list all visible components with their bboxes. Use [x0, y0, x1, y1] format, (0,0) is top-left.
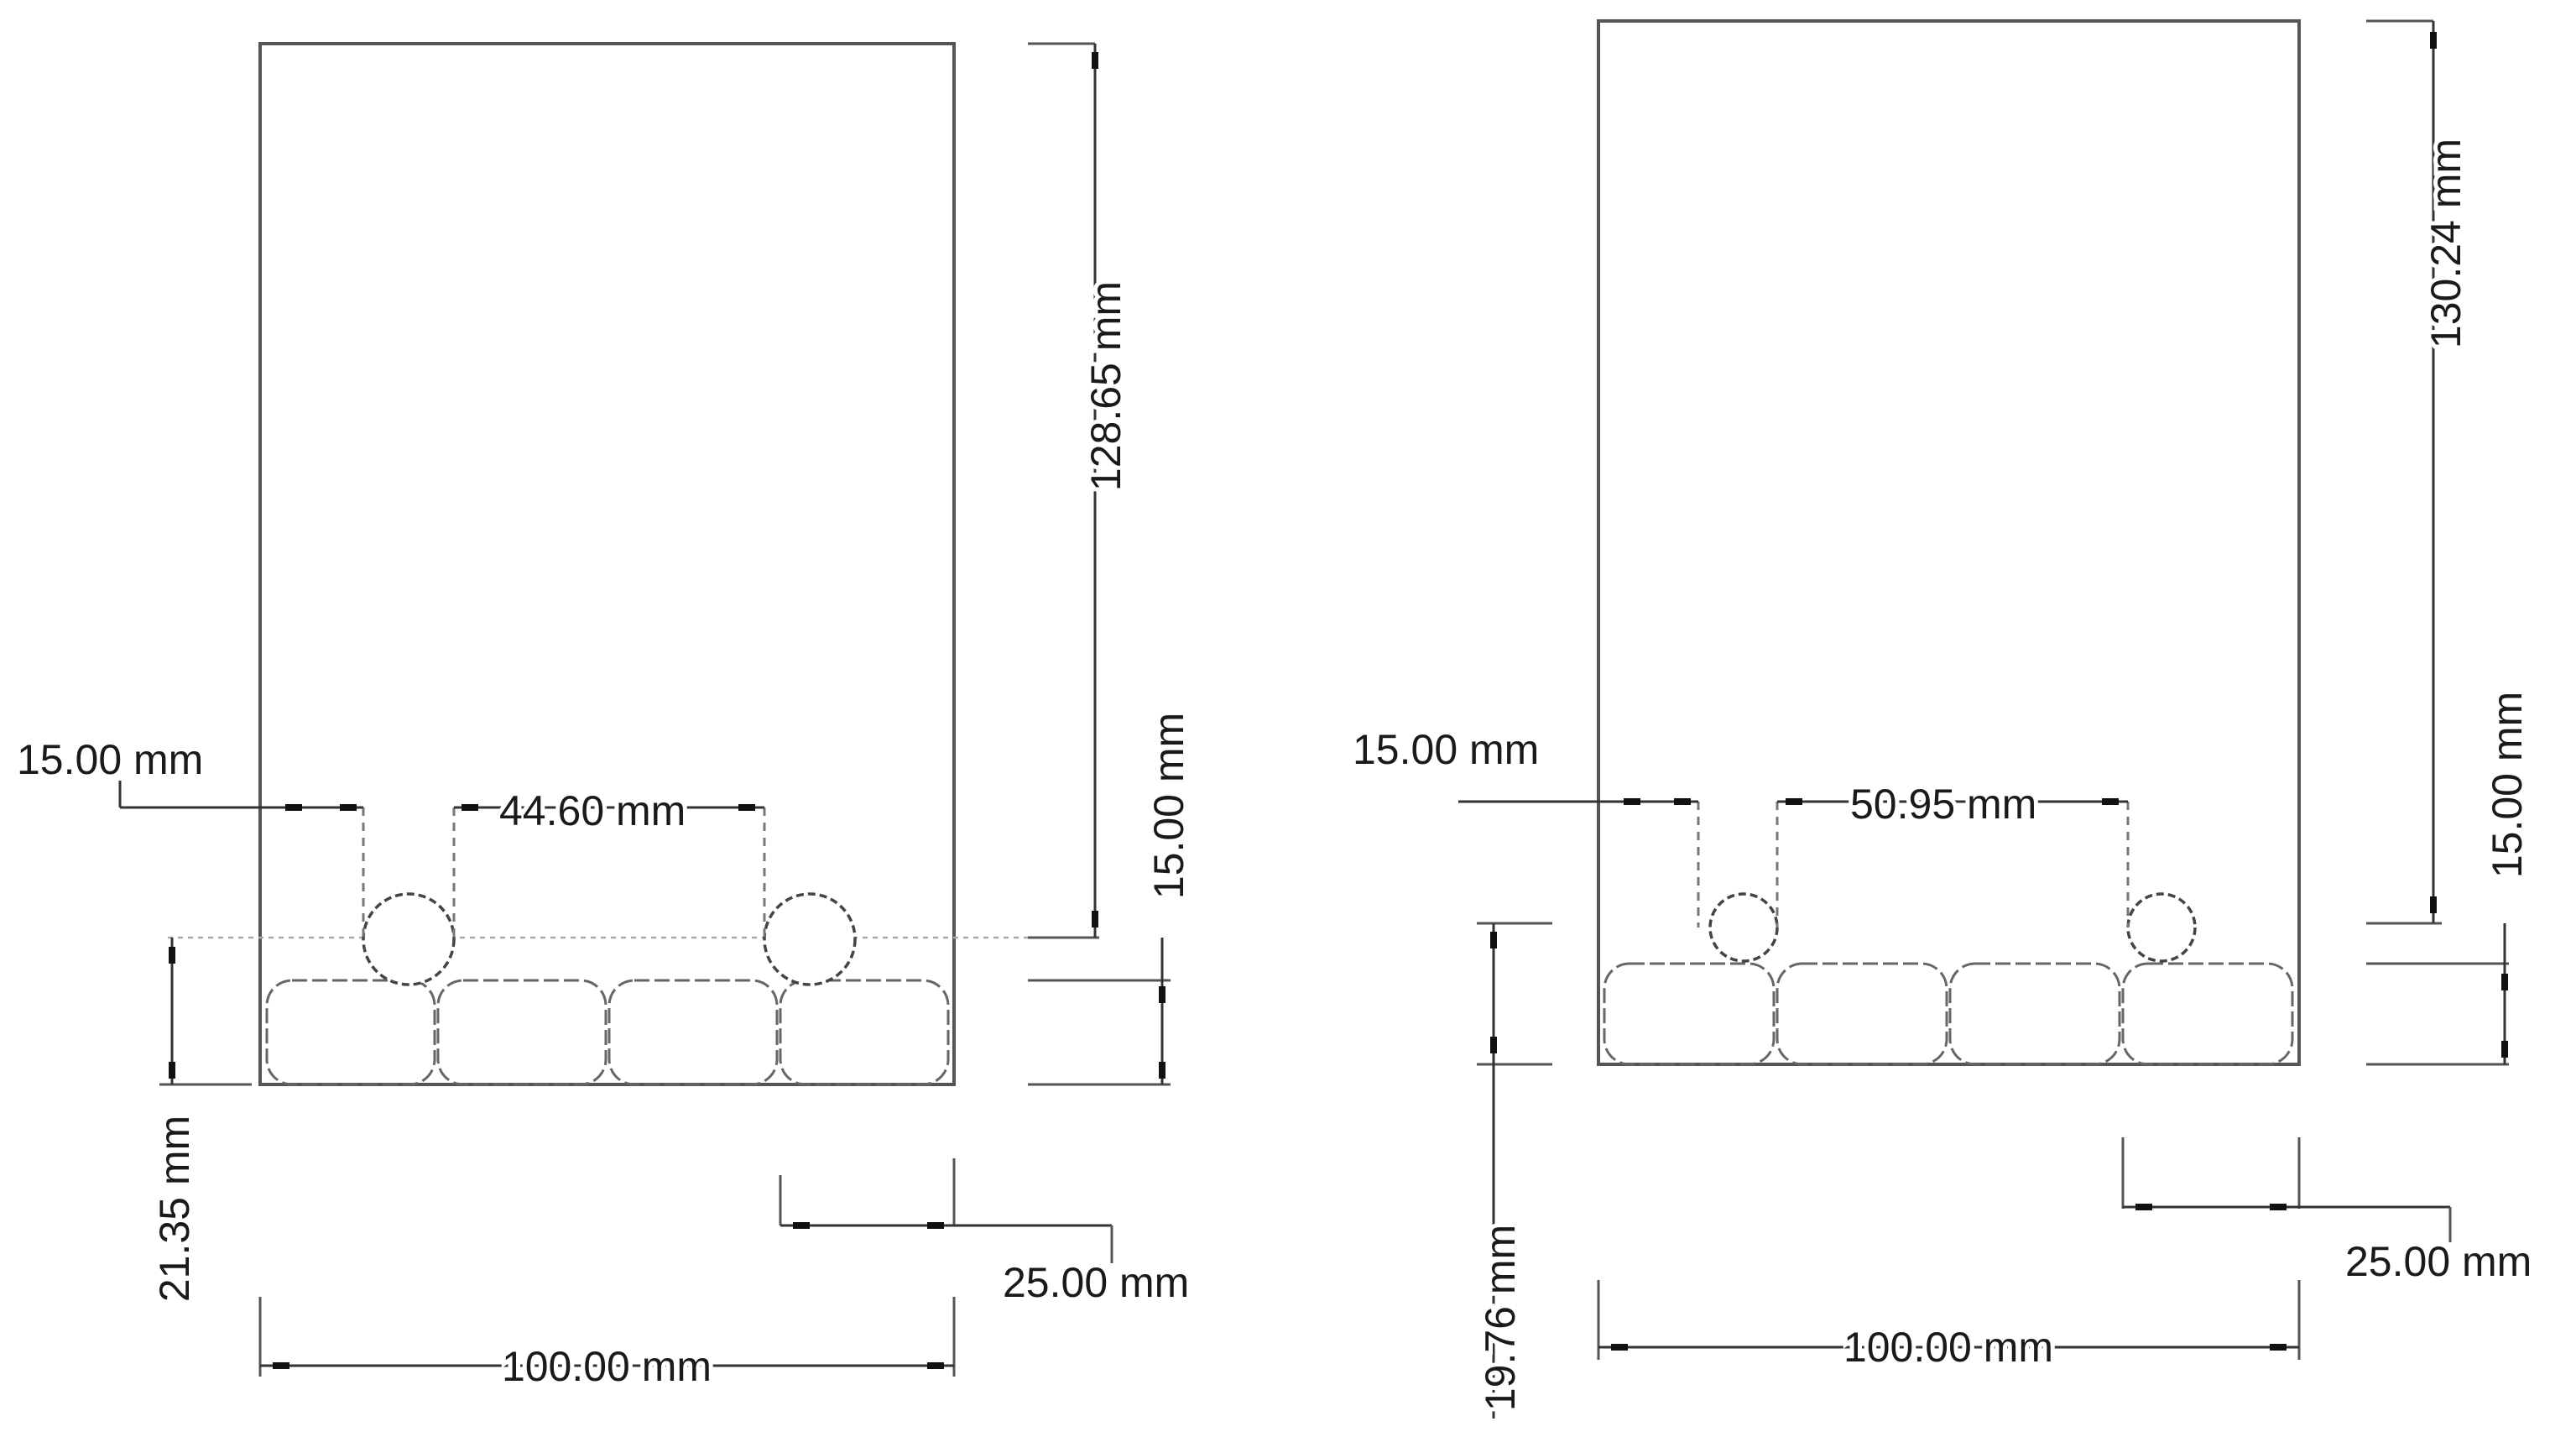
left-cell-4 [779, 979, 950, 1086]
left-notch-offset-side-label: 15.00 mm [17, 736, 203, 783]
left-cell-1 [265, 979, 436, 1086]
left-cell-3 [607, 979, 779, 1086]
right-cell-width-label: 25.00 mm [2345, 1238, 2532, 1285]
right-cell-1 [1603, 962, 1776, 1066]
left-bottom-cells [265, 979, 950, 1086]
left-notch-offset-top-label: 15.00 mm [1145, 713, 1192, 899]
left-width-label: 100.00 mm [502, 1343, 712, 1390]
right-cell-4 [2121, 962, 2294, 1066]
left-cell-width-label: 25.00 mm [1003, 1259, 1189, 1306]
right-specimen-outline [1597, 19, 2301, 1066]
right-bottom-zone-label: 19.76 mm [1477, 1225, 1524, 1411]
left-height-label: 128.65 mm [1082, 281, 1129, 491]
left-specimen-outline [258, 42, 956, 1086]
right-width-label: 100.00 mm [1843, 1324, 2053, 1371]
right-cell-2 [1776, 962, 1948, 1066]
left-notch-hole-2 [763, 892, 857, 986]
right-notch-offset-top-label: 15.00 mm [2484, 692, 2531, 878]
right-specimen-drawing: 15.00 mm 50.95 mm 130.24 mm 15.00 mm 19.… [1353, 19, 2532, 1419]
left-notch-spacing-label: 44.60 mm [499, 787, 686, 834]
left-cell-2 [436, 979, 607, 1086]
right-notch-hole-2 [2126, 892, 2197, 963]
left-specimen-drawing: 15.00 mm 44.60 mm 128.65 mm 15.00 mm 21.… [17, 42, 1192, 1394]
right-notch-spacing-label: 50.95 mm [1850, 781, 2036, 828]
left-notch-hole-1 [362, 892, 456, 986]
right-notch-offset-side-label: 15.00 mm [1353, 726, 1539, 773]
right-cell-3 [1948, 962, 2121, 1066]
right-height-label: 130.24 mm [2422, 138, 2469, 348]
left-bottom-zone-label: 21.35 mm [151, 1116, 198, 1302]
right-bottom-cells [1603, 962, 2294, 1066]
right-notch-hole-1 [1708, 892, 1779, 963]
